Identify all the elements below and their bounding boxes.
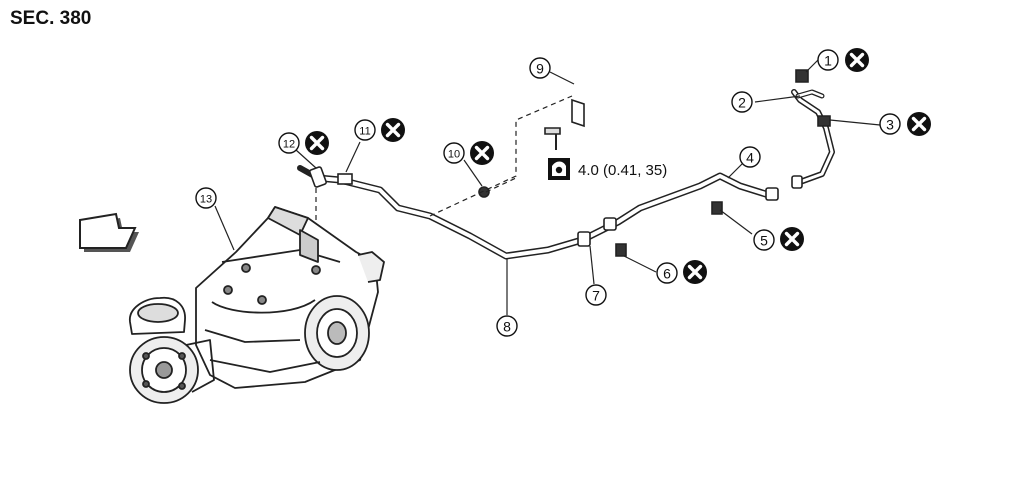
callout-4: 4 xyxy=(739,146,761,168)
torque-spec: 4.0 (0.41, 35) xyxy=(548,158,667,180)
callout-7: 7 xyxy=(585,284,607,306)
callout-10: 10 xyxy=(443,139,496,167)
callout-3: 3 xyxy=(879,110,933,138)
callout-number: 4 xyxy=(746,150,754,166)
torque-value: 4.0 (0.41, 35) xyxy=(578,162,667,179)
assembly-guides xyxy=(315,95,573,220)
callout-number: 12 xyxy=(283,139,295,151)
callout-number: 10 xyxy=(448,149,460,161)
callout-number: 3 xyxy=(886,117,894,133)
callout-number: 7 xyxy=(592,288,600,304)
callout-11: 11 xyxy=(354,116,407,144)
tube-connectors xyxy=(309,69,831,257)
callout-number: 11 xyxy=(359,126,370,138)
callout-1: 1 xyxy=(817,46,871,74)
replace-mark-icon xyxy=(303,129,331,157)
replace-mark-icon xyxy=(778,225,806,253)
differential-assembly xyxy=(129,206,385,404)
callout-5: 5 xyxy=(753,225,806,253)
callout-number: 6 xyxy=(663,266,671,282)
callout-number: 2 xyxy=(738,95,746,111)
replace-mark-icon xyxy=(843,46,871,74)
callout-number: 1 xyxy=(824,53,832,69)
callout-number: 8 xyxy=(503,319,511,335)
callout-8: 8 xyxy=(496,315,518,337)
callout-2: 2 xyxy=(731,91,753,113)
replace-mark-icon xyxy=(681,258,709,286)
front-direction-arrow-icon xyxy=(79,212,139,252)
section-label: SEC. 380 xyxy=(10,8,92,29)
replace-mark-icon xyxy=(468,139,496,167)
callout-9: 9 xyxy=(529,57,551,79)
leader-lines xyxy=(214,59,881,315)
replace-mark-icon xyxy=(905,110,933,138)
callout-13: 13 xyxy=(195,187,217,209)
callout-number: 13 xyxy=(200,194,212,206)
callout-number: 9 xyxy=(536,61,544,77)
callout-6: 6 xyxy=(656,258,709,286)
callout-12: 12 xyxy=(278,129,331,157)
callout-number: 5 xyxy=(760,233,768,249)
replace-mark-icon xyxy=(379,116,407,144)
